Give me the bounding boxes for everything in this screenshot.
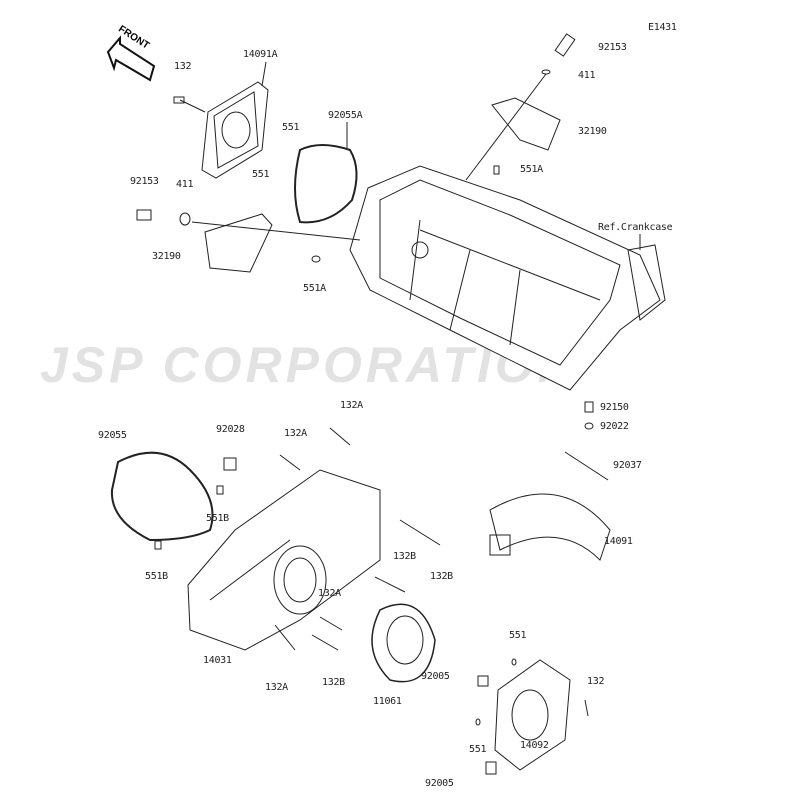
part-label[interactable]: 551B: [145, 571, 168, 582]
crankcase: [349, 165, 666, 391]
part-label[interactable]: 132: [587, 676, 605, 687]
part-label[interactable]: 92153: [130, 176, 159, 187]
part-label[interactable]: 132A: [265, 682, 288, 693]
part-label[interactable]: 14091A: [243, 49, 278, 60]
part-label[interactable]: 551A: [303, 283, 326, 294]
watermark: JSP CORPORATION: [40, 337, 578, 393]
part-label[interactable]: 551: [282, 122, 300, 133]
part-label[interactable]: 92153: [598, 42, 627, 53]
part-label[interactable]: 132A: [340, 400, 363, 411]
part-label[interactable]: 92055: [98, 430, 127, 441]
front-arrow-icon: [106, 35, 156, 82]
guide-32190-top: [465, 33, 576, 181]
part-label[interactable]: 551: [469, 744, 487, 755]
part-label[interactable]: 411: [578, 70, 596, 81]
bolts: [154, 427, 441, 651]
part-label[interactable]: 92055A: [328, 110, 363, 121]
gasket-92055A: [294, 144, 358, 224]
part-label[interactable]: 551: [252, 169, 270, 180]
part-label[interactable]: 92037: [613, 460, 642, 471]
part-label[interactable]: 551A: [520, 164, 543, 175]
part-label[interactable]: 132A: [318, 588, 341, 599]
part-label[interactable]: 14091: [604, 536, 633, 547]
part-label[interactable]: 14092: [520, 740, 549, 751]
cover-14091A: [173, 61, 269, 179]
gasket-92055: [110, 451, 214, 542]
part-label[interactable]: 132B: [430, 571, 453, 582]
part-label[interactable]: 92005: [425, 778, 454, 789]
part-label[interactable]: 411: [176, 179, 194, 190]
gasket-11061: [371, 603, 436, 683]
part-label[interactable]: 92022: [600, 421, 629, 432]
part-label[interactable]: 11061: [373, 696, 402, 707]
part-label[interactable]: 14031: [203, 655, 232, 666]
left-guide-parts: [136, 209, 361, 273]
cover-14031: [187, 469, 381, 651]
part-label[interactable]: 92005: [421, 671, 450, 682]
part-label[interactable]: 551: [509, 630, 527, 641]
part-label[interactable]: 92028: [216, 424, 245, 435]
part-label[interactable]: 92150: [600, 402, 629, 413]
part-label[interactable]: 551B: [206, 513, 229, 524]
part-label[interactable]: 132B: [393, 551, 416, 562]
cover-14092: [475, 658, 589, 775]
part-label[interactable]: 132A: [284, 428, 307, 439]
ref-crankcase-label: Ref.Crankcase: [598, 222, 673, 233]
part-label[interactable]: 132B: [322, 677, 345, 688]
part-label[interactable]: 32190: [578, 126, 607, 137]
part-label[interactable]: 32190: [152, 251, 181, 262]
chain-guide-14091: [489, 401, 611, 561]
diagram-code: E1431: [648, 22, 677, 33]
part-label[interactable]: 132: [174, 61, 192, 72]
